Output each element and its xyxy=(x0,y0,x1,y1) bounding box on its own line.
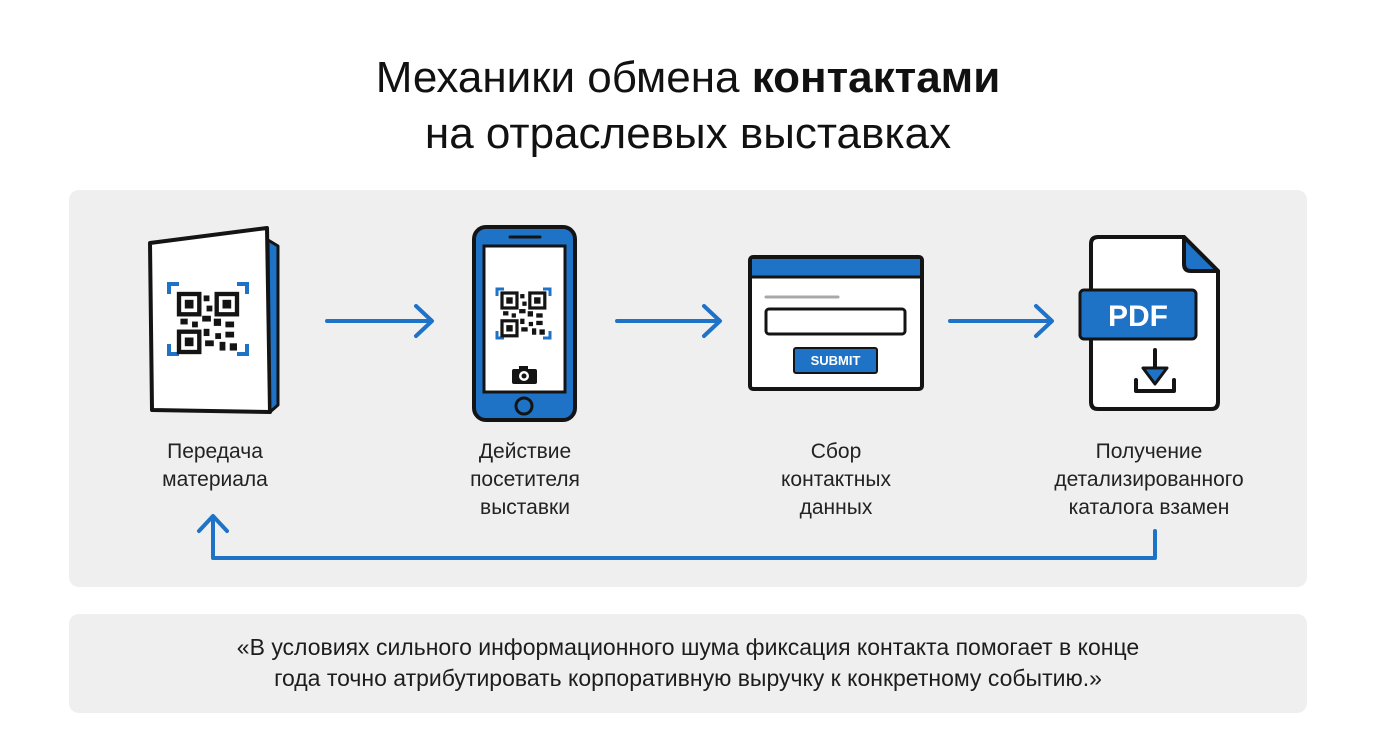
submit-button xyxy=(793,347,878,374)
quote-panel xyxy=(69,614,1307,713)
step-label-line: контактных xyxy=(781,468,891,491)
step-label-2: Действие посетителя выставки xyxy=(385,438,665,522)
download-icon xyxy=(1134,348,1176,393)
step-label-1: Передача материала xyxy=(75,438,355,494)
arrow-right-3 xyxy=(948,304,1054,338)
quote-line-1: «В условиях сильного информационного шум… xyxy=(236,634,1140,660)
title-bold-part: контактами xyxy=(751,53,1001,102)
step-label-line: данных xyxy=(799,496,873,519)
step-label-line: детализированного xyxy=(1054,468,1244,491)
step-label-line: каталога взамен xyxy=(1068,496,1230,519)
title-regular-part: Механики обмена xyxy=(375,53,752,102)
pdf-download-icon: PDF xyxy=(1078,235,1220,411)
quote-line-2: года точно атрибутировать корпоративную … xyxy=(274,665,1102,691)
page-title: Механики обмена контактами на отраслевых… xyxy=(0,50,1376,162)
step-label-line: материала xyxy=(162,468,268,491)
form-text-field xyxy=(764,307,907,336)
title-line-1: Механики обмена контактами xyxy=(0,50,1376,106)
step-label-line: Сбор xyxy=(810,440,862,463)
phone-scan-icon xyxy=(472,225,577,422)
step-label-3: Сбор контактных данных xyxy=(696,438,976,522)
step-label-line: Действие xyxy=(478,440,572,463)
pdf-badge-label: PDF xyxy=(1108,300,1168,333)
pdf-badge xyxy=(1078,288,1198,341)
step-label-line: выставки xyxy=(480,496,570,519)
quote-text: «В условиях сильного информационного шум… xyxy=(90,632,1286,694)
step-label-4: Получение детализированного каталога вза… xyxy=(1009,438,1289,522)
step-label-line: посетителя xyxy=(470,468,580,491)
arrow-right-1 xyxy=(325,304,434,338)
step-label-line: Получение xyxy=(1095,440,1203,463)
return-loop-arrow xyxy=(197,514,1157,560)
arrow-right-2 xyxy=(615,304,722,338)
qr-code-icon xyxy=(495,287,552,340)
submit-button-label: SUBMIT xyxy=(811,353,861,368)
brochure-qr-icon xyxy=(148,226,280,414)
web-form-icon: SUBMIT xyxy=(748,255,924,391)
camera-icon xyxy=(512,366,537,384)
title-line-2: на отраслевых выставках xyxy=(424,109,952,158)
step-label-line: Передача xyxy=(167,440,263,463)
qr-code-icon xyxy=(167,282,249,356)
